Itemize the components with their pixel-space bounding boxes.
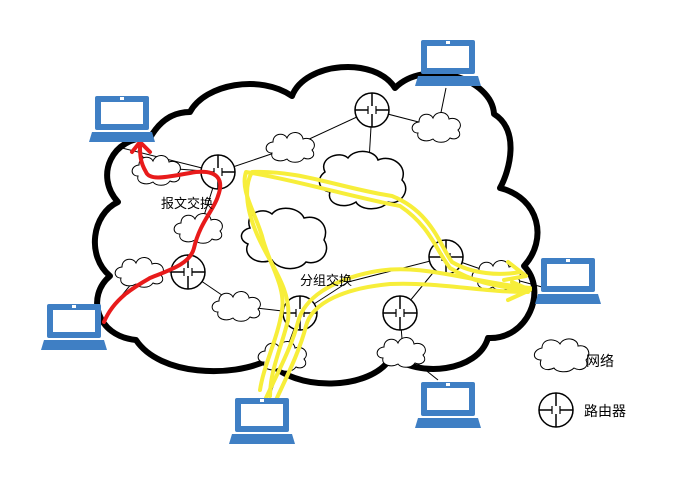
computer-icon — [535, 258, 601, 304]
legend-network-label: 网络 — [586, 354, 614, 370]
message-switching-label: 报文交换 — [161, 196, 213, 212]
router-icon — [354, 92, 390, 128]
computer-icon — [415, 382, 481, 428]
computer-icon — [41, 304, 107, 350]
message-switching-path — [102, 140, 223, 324]
router-icon — [382, 295, 418, 331]
computer-icon — [415, 40, 481, 86]
legend-router-label: 路由器 — [584, 404, 626, 420]
cloud-icon — [318, 150, 407, 210]
legend: 网络 路由器 — [533, 338, 626, 428]
legend-router-icon — [538, 392, 574, 428]
packet-switching-label: 分组交换 — [300, 273, 352, 289]
computer-icon — [229, 398, 295, 444]
computer-icon — [89, 96, 155, 142]
legend-cloud-icon — [533, 338, 590, 373]
cloud-icon — [240, 207, 328, 270]
packet-switching-paths — [242, 169, 532, 402]
